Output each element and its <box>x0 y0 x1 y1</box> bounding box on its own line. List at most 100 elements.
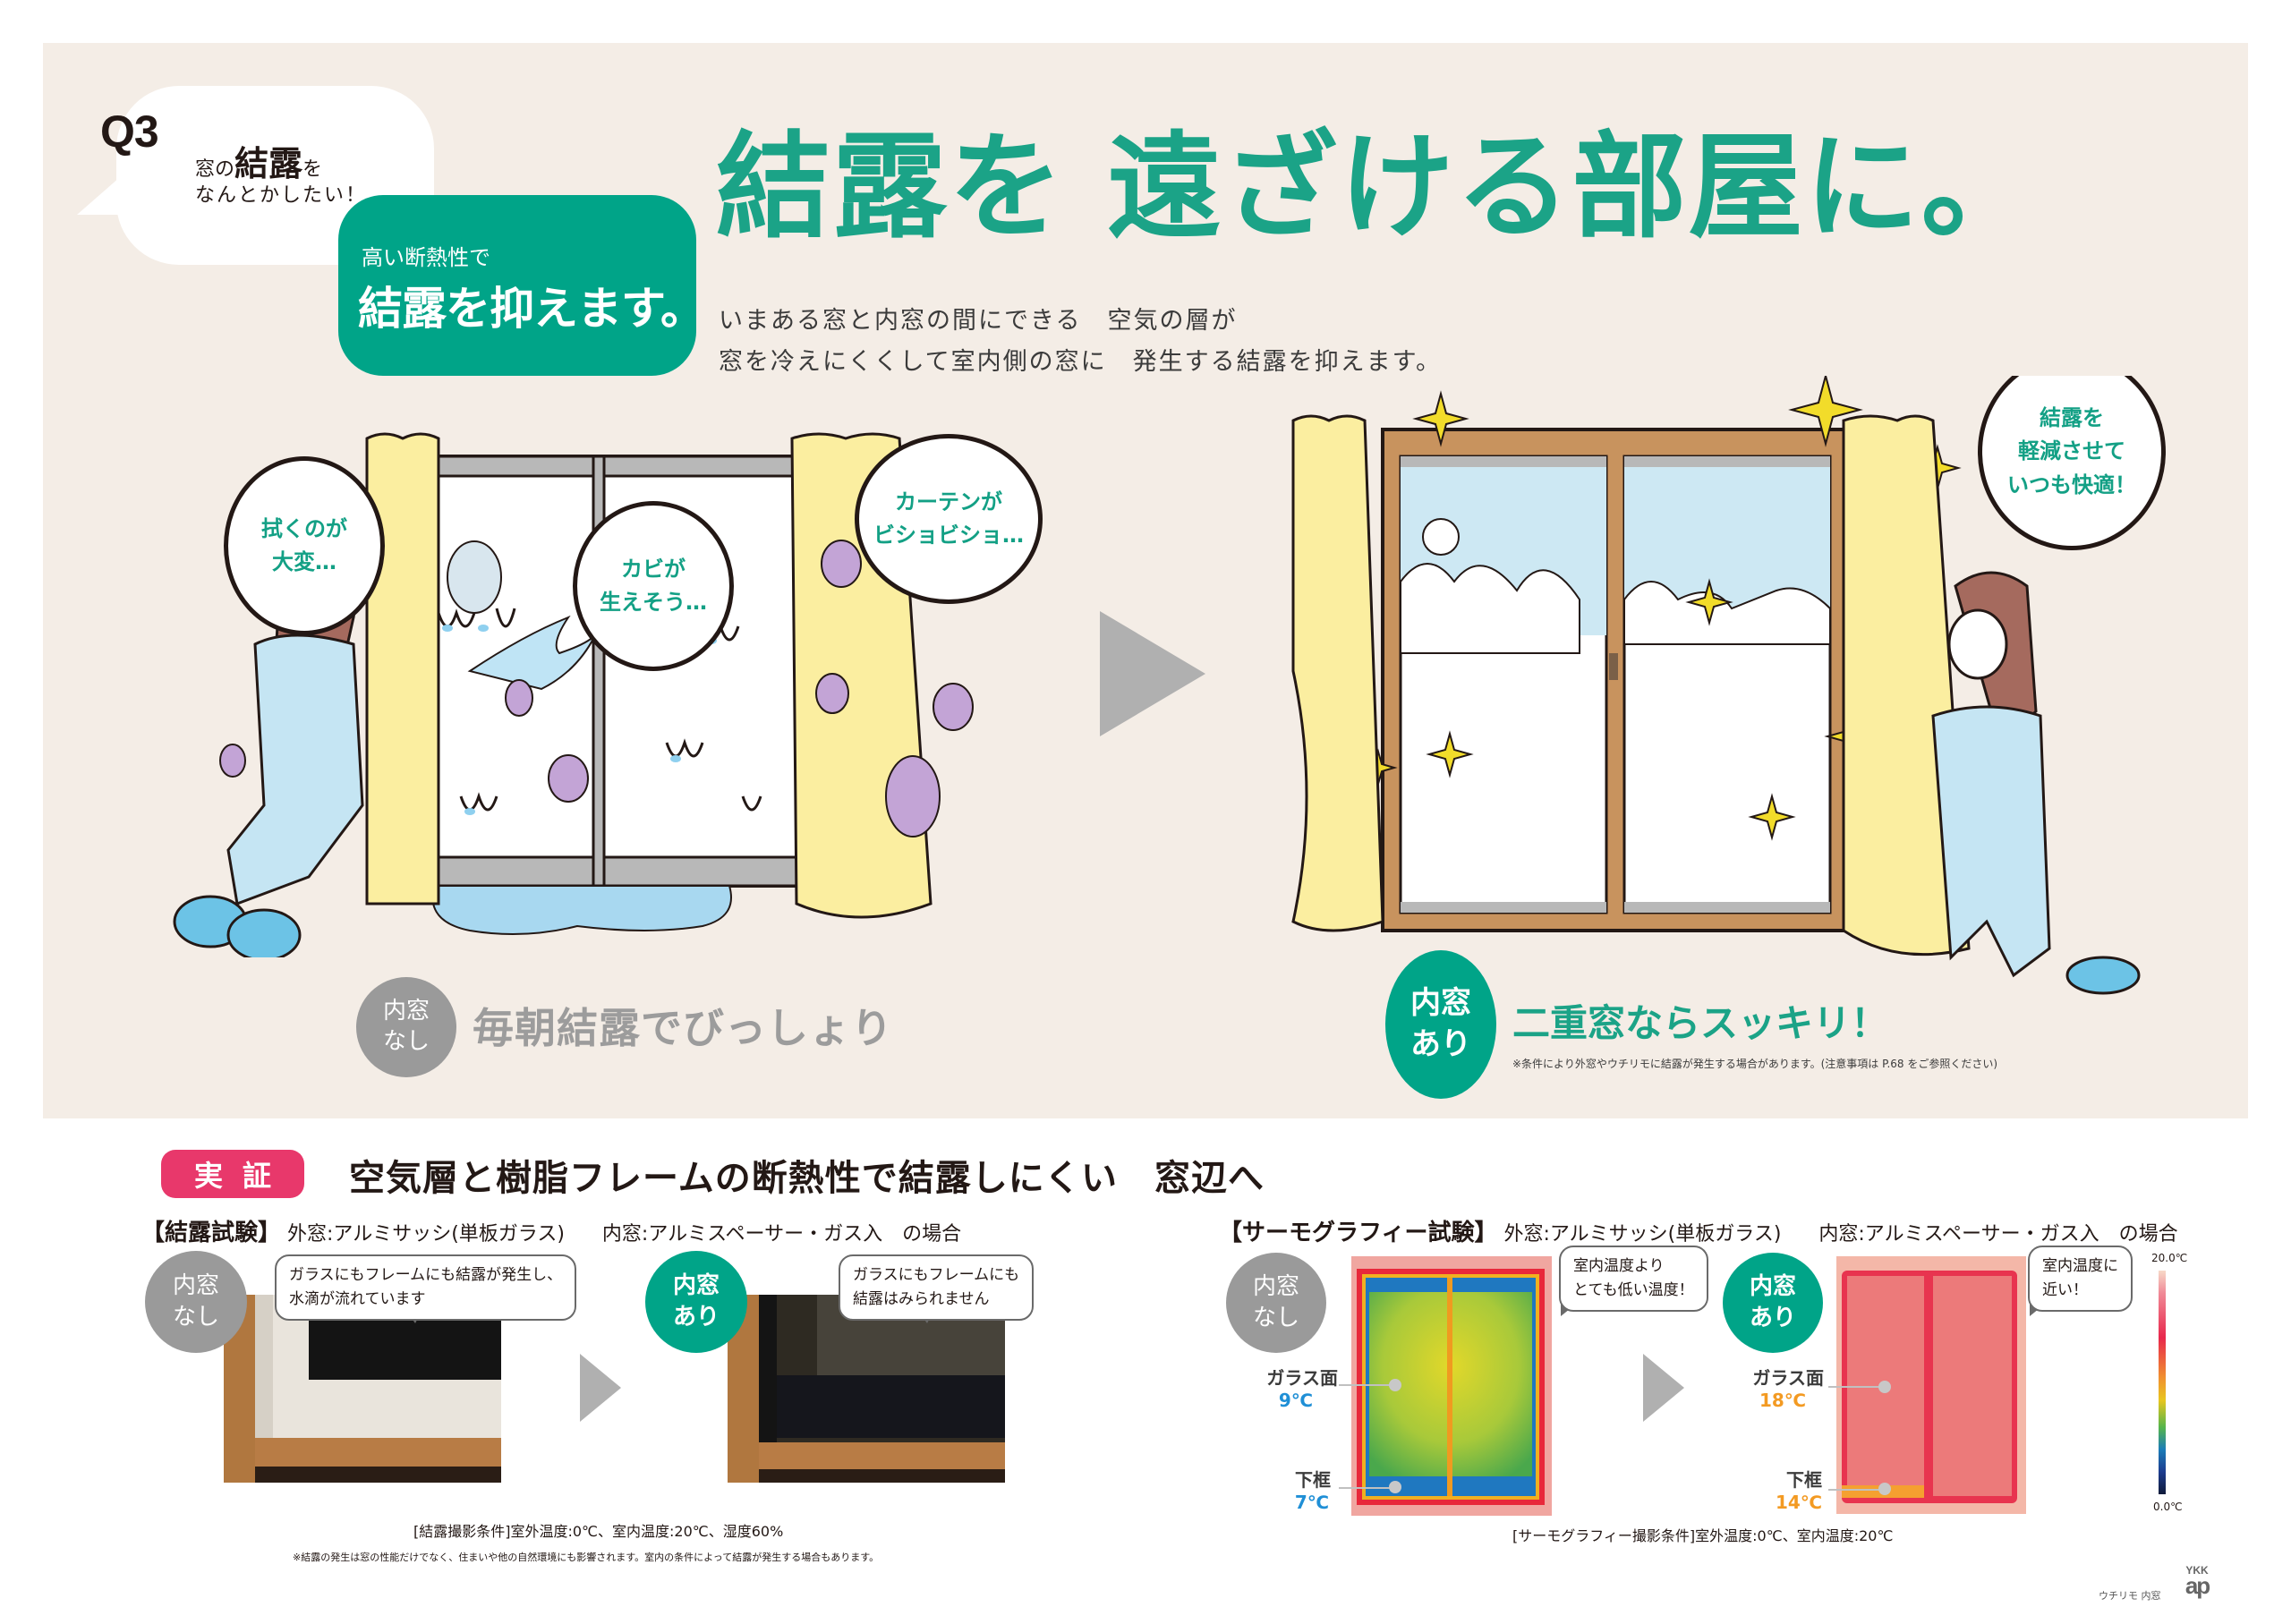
condensation-test-header: 【結露試験】 外窓:アルミサッシ(単板ガラス) 内窓:アルミスペーサー・ガス入 … <box>141 1214 961 1247</box>
thermal-image-with <box>1836 1256 2026 1514</box>
illustration-with-inner-window: 結露を 軽減させて いつも快適！ <box>1271 376 2166 1020</box>
question-line-1: 窓の結露を <box>195 136 322 185</box>
answer-pill-subtitle: 高い断熱性で <box>362 245 490 270</box>
bottom-frame-label: 下框 <box>1786 1469 1822 1491</box>
measure-point <box>1389 1379 1401 1391</box>
glass-surface-temp: 18℃ <box>1759 1390 1806 1411</box>
condensation-test-title: 【結露試験】 <box>141 1220 282 1246</box>
speech-bubble-comfortable: 結露を 軽減させて いつも快適！ <box>1978 376 2166 550</box>
thermal-map-without <box>1351 1256 1552 1516</box>
bubble-text-line: 拭くのが <box>261 515 347 541</box>
arrow-right-icon <box>1100 611 1205 736</box>
badge-text: 内窓 <box>172 1271 219 1299</box>
badge-text: 内窓 <box>672 1271 720 1299</box>
bubble-text-line: 大変… <box>272 549 336 574</box>
bubble-text-line: 生えそう… <box>600 590 707 615</box>
badge-text: なし <box>1252 1305 1299 1331</box>
glass-surface-label: ガラス面 <box>1752 1367 1824 1389</box>
caption-without: 毎朝結露でびっしょり <box>473 1004 893 1052</box>
arrow-right-icon <box>1643 1354 1684 1422</box>
condensation-photo-with <box>728 1295 1005 1483</box>
question-bubble-tail <box>77 152 149 215</box>
answer-pill-title: 結露を抑えます。 <box>358 283 705 335</box>
question-emphasis: 結露 <box>234 143 303 183</box>
badge-with-inner-window: 内窓 あり <box>1385 950 1496 1099</box>
badge-with-inner-window: 内窓 あり <box>1723 1253 1823 1353</box>
inner-window-spec: 内窓:アルミスペーサー・ガス入 の場合 <box>1818 1223 2178 1246</box>
measure-point <box>1878 1381 1891 1393</box>
badge-text: 内窓 <box>1410 985 1471 1022</box>
leader-line <box>1828 1386 1884 1388</box>
thermography-conditions: [サーモグラフィー撮影条件]室外温度:0℃、室内温度:20℃ <box>1512 1527 1894 1544</box>
caption-with: 二重窓ならスッキリ！ <box>1512 1001 1889 1045</box>
verification-title: 空気層と樹脂フレームの断熱性で結露しにくい 窓辺へ <box>349 1158 1265 1199</box>
arrow-right-icon <box>580 1354 621 1422</box>
headline: 結露を 遠ざける部屋に。 <box>716 121 2038 254</box>
subtext-line-1: いまある窓と内窓の間にできる 空気の層が <box>719 307 1238 335</box>
photo-without-inner-window <box>224 1295 501 1483</box>
glass-surface-label: ガラス面 <box>1266 1367 1338 1389</box>
callout-with: 室内温度に 近い！ <box>2028 1246 2133 1313</box>
callout-with: ガラスにもフレームにも 結露はみられません <box>839 1254 1035 1322</box>
badge-without-inner-window: 内窓 なし <box>356 977 456 1077</box>
question-line-2: なんとかしたい！ <box>195 184 368 207</box>
leader-line <box>1339 1384 1394 1386</box>
bubble-text-line: カビが <box>621 556 686 582</box>
logo-bottom: ap <box>2185 1571 2210 1599</box>
measure-point <box>1389 1481 1401 1493</box>
bubble-text-line: いつも快適！ <box>2007 472 2136 497</box>
badge-text: なし <box>382 1028 430 1055</box>
logo-top: YKK <box>2185 1564 2209 1577</box>
badge-text: 内窓 <box>382 998 430 1025</box>
bubble-text-line: 結露を <box>2040 405 2104 431</box>
thermography-test-title: 【サーモグラフィー試験】 <box>1219 1220 1498 1246</box>
ykk-ap-logo: YKK ap <box>2184 1564 2210 1599</box>
thermal-image-without <box>1351 1256 1552 1516</box>
badge-with-inner-window: 内窓 あり <box>645 1251 747 1353</box>
question-prefix: 窓の <box>195 158 235 181</box>
subtext-line-2: 窓を冷えにくくして室内側の窓に 発生する結露を抑えます。 <box>719 348 1442 376</box>
leader-line <box>1828 1489 1884 1491</box>
condensation-conditions: [結露撮影条件]室外温度:0℃、室内温度:20℃、湿度60% <box>413 1523 784 1540</box>
condensation-footnote: ※結露の発生は窓の性能だけでなく、住まいや他の自然環境にも影響されます。室内の条… <box>293 1552 880 1563</box>
badge-text: あり <box>1410 1026 1471 1062</box>
illustration-without-inner-window: 拭くのが 大変… カビが 生えそう… カーテンが ビショビショ… <box>166 421 1052 957</box>
badge-without-inner-window: 内窓 なし <box>1226 1253 1326 1353</box>
badge-text: なし <box>172 1304 219 1331</box>
bottom-frame-temp: 14℃ <box>1775 1492 1822 1513</box>
clear-window-scene-illustration <box>1291 376 2141 995</box>
measure-point <box>1878 1483 1891 1495</box>
condensation-photo-without <box>224 1295 501 1483</box>
product-name: ウチリモ 内窓 <box>2099 1590 2161 1602</box>
thermal-map-with <box>1836 1256 2026 1514</box>
leader-line <box>1339 1487 1394 1489</box>
outer-window-spec: 外窓:アルミサッシ(単板ガラス) <box>287 1223 565 1246</box>
legend-max-label: 20.0℃ <box>2151 1252 2188 1264</box>
speech-bubble-mold: カビが 生えそう… <box>573 501 734 671</box>
bottom-frame-temp: 7℃ <box>1294 1492 1329 1513</box>
bubble-text-line: カーテンが <box>895 489 1002 514</box>
callout-without: ガラスにもフレームにも結露が発生し、 水滴が流れています <box>275 1254 577 1322</box>
speech-bubble-curtain: カーテンが ビショビショ… <box>855 434 1043 604</box>
bottom-frame-label: 下框 <box>1295 1469 1331 1491</box>
outer-window-spec: 外窓:アルミサッシ(単板ガラス) <box>1503 1223 1782 1246</box>
verification-badge: 実証 <box>161 1150 304 1198</box>
caption-note: ※条件により外窓やウチリモに結露が発生する場合があります。(注意事項は P.68… <box>1512 1058 1998 1070</box>
badge-text: あり <box>672 1304 720 1331</box>
callout-without: 室内温度より とても低い温度！ <box>1559 1246 1708 1313</box>
badge-without-inner-window: 内窓 なし <box>145 1251 247 1353</box>
speech-bubble-wiping: 拭くのが 大変… <box>224 456 385 635</box>
photo-with-inner-window <box>728 1295 1005 1483</box>
answer-pill <box>338 195 696 376</box>
bubble-text-line: ビショビショ… <box>873 523 1024 548</box>
thermography-test-header: 【サーモグラフィー試験】 外窓:アルミサッシ(単板ガラス) 内窓:アルミスペーサ… <box>1219 1214 2178 1247</box>
question-number: Q3 <box>100 106 159 157</box>
inner-window-spec: 内窓:アルミスペーサー・ガス入 の場合 <box>601 1223 962 1246</box>
question-suffix: を <box>302 158 323 181</box>
glass-surface-temp: 9℃ <box>1278 1390 1313 1411</box>
badge-text: あり <box>1749 1305 1796 1331</box>
bubble-text-line: 軽減させて <box>2018 438 2125 464</box>
legend-min-label: 0.0℃ <box>2153 1501 2183 1513</box>
temperature-color-scale <box>2159 1271 2166 1494</box>
badge-text: 内窓 <box>1749 1272 1796 1300</box>
